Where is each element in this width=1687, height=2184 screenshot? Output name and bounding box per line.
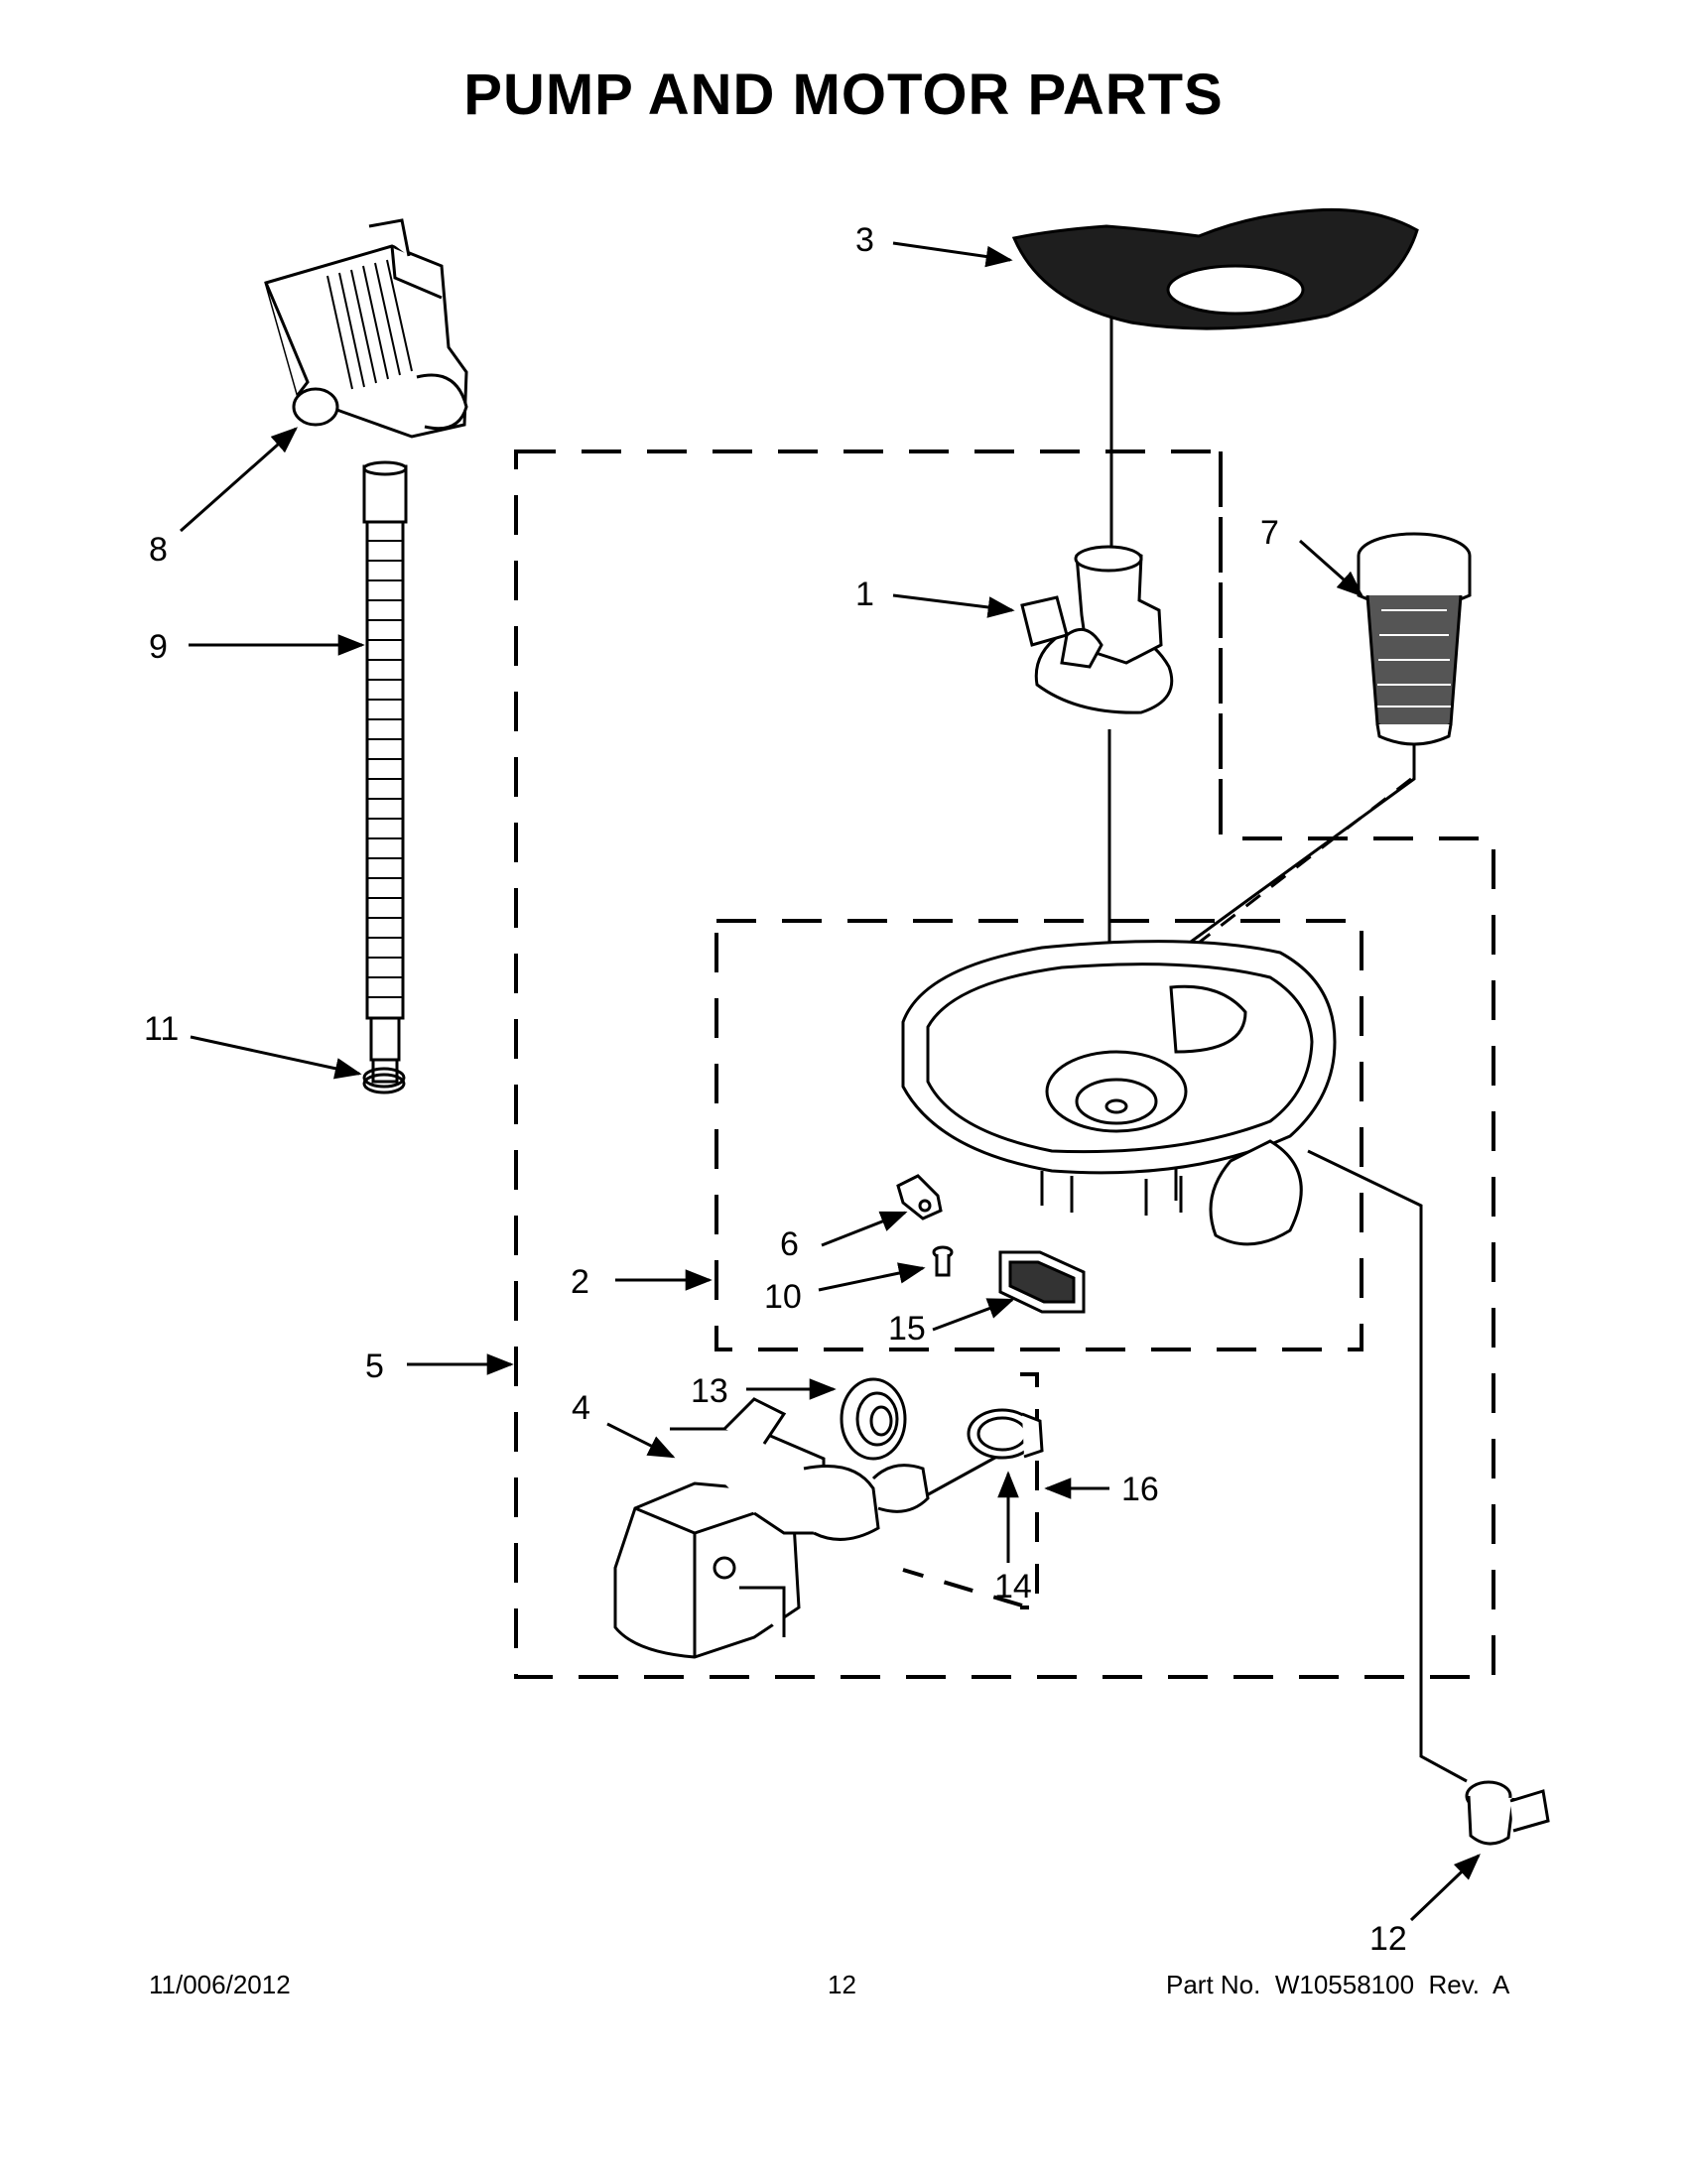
callout-14: 14: [994, 1568, 1032, 1606]
callout-1: 1: [855, 576, 874, 613]
wash-motor-part: [613, 1397, 930, 1659]
footer-page-number: 12: [828, 1970, 856, 1999]
group-box-clamp: [902, 1372, 1039, 1609]
callout-11: 11: [144, 1010, 179, 1048]
pump-clamp-part: [967, 1408, 1044, 1460]
seal-ring-part: [840, 1377, 907, 1461]
footer-date: 11/006/2012: [149, 1970, 291, 1999]
drain-hose-part: [362, 460, 408, 1084]
drain-pump-part: [264, 218, 468, 439]
filter-basket-part: [1357, 532, 1472, 746]
page-title: PUMP AND MOTOR PARTS: [463, 63, 1224, 127]
filter-cover-part: [1011, 207, 1419, 330]
footer-part-number: Part No. W10558100 Rev. A: [1166, 1970, 1510, 1999]
sump-base-part: [901, 940, 1337, 1246]
callout-labels: 3 1 7 8 9 11 2 5 6 10 15 4 13 14 16 12: [144, 221, 1407, 1958]
screw-part: [932, 1245, 954, 1277]
filter-connection-dashed: [1185, 777, 1412, 955]
callout-arrows: [180, 241, 1481, 1922]
callout-10: 10: [764, 1278, 802, 1316]
callout-2: 2: [571, 1263, 589, 1301]
group-box-outer: [514, 450, 1495, 1679]
callout-15: 15: [888, 1310, 926, 1348]
group-box-inner: [714, 919, 1363, 1351]
callout-8: 8: [149, 531, 168, 569]
sensor-block-part: [998, 1250, 1086, 1314]
callout-5: 5: [365, 1348, 384, 1385]
callout-7: 7: [1260, 514, 1279, 552]
callout-13: 13: [691, 1372, 728, 1410]
callout-9: 9: [149, 628, 168, 666]
callout-16: 16: [1121, 1471, 1159, 1508]
hose-clamp-part: [362, 1067, 406, 1094]
callout-6: 6: [780, 1225, 799, 1263]
bracket-part: [896, 1174, 943, 1220]
callout-4: 4: [572, 1389, 590, 1427]
callout-3: 3: [855, 221, 874, 259]
pressure-sensor-part: [1465, 1780, 1550, 1846]
callout-12: 12: [1369, 1920, 1407, 1958]
chopper-assembly-part: [1020, 545, 1174, 714]
